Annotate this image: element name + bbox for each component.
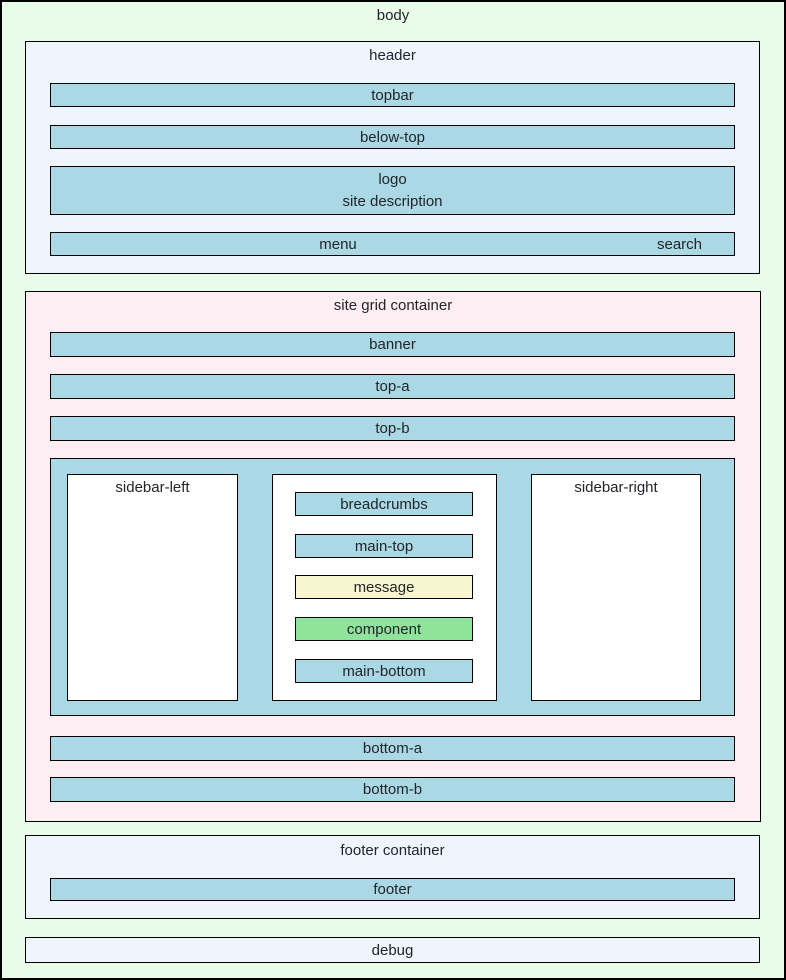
main-top-label: main-top bbox=[354, 537, 414, 555]
bottom-a-label: bottom-a bbox=[362, 740, 423, 757]
sidebar-left-position: sidebar-left bbox=[67, 474, 238, 701]
footer-position: footer bbox=[50, 878, 735, 901]
breadcrumbs-label: breadcrumbs bbox=[340, 495, 428, 513]
sidebar-left-label: sidebar-left bbox=[115, 479, 190, 496]
header-label: header bbox=[369, 47, 416, 64]
top-b-position: top-b bbox=[50, 416, 735, 441]
menu-search-position: menu search bbox=[50, 232, 735, 256]
header-container: header topbar below-top logo site descri… bbox=[25, 41, 760, 274]
debug-label: debug bbox=[371, 941, 414, 959]
body-label: body bbox=[376, 7, 410, 24]
breadcrumbs-position: breadcrumbs bbox=[295, 492, 473, 516]
component-label: component bbox=[346, 620, 422, 638]
content-row-container: sidebar-left breadcrumbs main-top messag… bbox=[50, 458, 735, 716]
top-a-position: top-a bbox=[50, 374, 735, 399]
below-top-label: below-top bbox=[359, 128, 426, 146]
search-label: search bbox=[656, 235, 703, 253]
topbar-position: topbar bbox=[50, 83, 735, 107]
sidebar-right-label: sidebar-right bbox=[574, 479, 658, 496]
below-top-position: below-top bbox=[50, 125, 735, 149]
main-bottom-label: main-bottom bbox=[342, 662, 426, 680]
menu-label: menu bbox=[319, 235, 357, 253]
top-b-label: top-b bbox=[375, 420, 410, 437]
footer-container: footer container footer bbox=[25, 835, 760, 919]
main-top-position: main-top bbox=[295, 534, 473, 558]
bottom-a-position: bottom-a bbox=[50, 736, 735, 761]
main-column-container: breadcrumbs main-top message component m… bbox=[272, 474, 497, 701]
message-label: message bbox=[353, 578, 415, 596]
topbar-label: topbar bbox=[371, 86, 414, 104]
component-position: component bbox=[295, 617, 473, 641]
banner-label: banner bbox=[369, 336, 416, 353]
site-description-label: site description bbox=[342, 192, 443, 210]
logo-position: logo site description bbox=[50, 166, 735, 215]
logo-label: logo bbox=[378, 170, 407, 188]
banner-position: banner bbox=[50, 332, 735, 357]
site-grid-label: site grid container bbox=[333, 297, 453, 314]
debug-position: debug bbox=[25, 937, 760, 963]
main-bottom-position: main-bottom bbox=[295, 659, 473, 683]
top-a-label: top-a bbox=[375, 378, 410, 395]
message-position: message bbox=[295, 575, 473, 599]
site-grid-container: site grid container banner top-a top-b s… bbox=[25, 291, 761, 822]
bottom-b-position: bottom-b bbox=[50, 777, 735, 802]
sidebar-right-position: sidebar-right bbox=[531, 474, 701, 701]
bottom-b-label: bottom-b bbox=[362, 781, 423, 798]
footer-container-label: footer container bbox=[340, 842, 445, 859]
footer-label: footer bbox=[373, 881, 412, 898]
